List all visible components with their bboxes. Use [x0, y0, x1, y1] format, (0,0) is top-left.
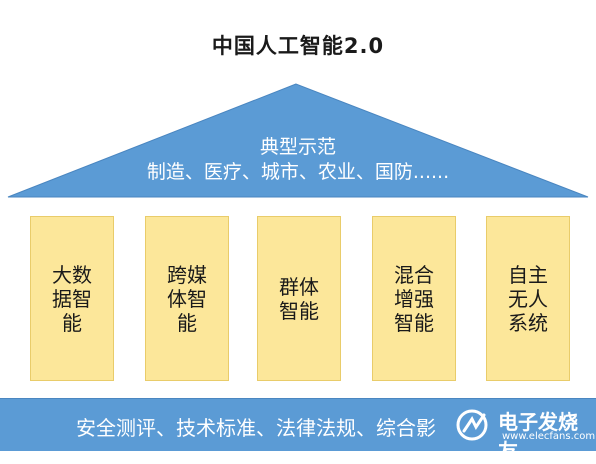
pillar-label-line: 据智: [52, 286, 92, 311]
pillar-label-line: 能: [62, 310, 82, 335]
pillar-label-line: 自主: [508, 262, 548, 287]
roof-examples: 制造、医疗、城市、农业、国防......: [146, 161, 450, 183]
watermark-name: 电子发烧友: [498, 410, 578, 463]
pillar-big-data-intelligence: 大数 据智 能: [30, 216, 114, 381]
watermark-url: www.elecfans.com: [502, 431, 596, 442]
roof-heading: 典型示范: [259, 136, 336, 158]
pillar-label-line: 能: [177, 310, 197, 335]
pillar-label-line: 增强: [394, 286, 434, 311]
foundation-bar: 安全测评、技术标准、法律法规、综合影: [0, 398, 596, 451]
foundation-text: 安全测评、技术标准、法律法规、综合影: [76, 416, 436, 440]
pillar-autonomous-systems: 自主 无人 系统: [486, 216, 570, 381]
pillar-hybrid-augmented-intelligence: 混合 增强 智能: [372, 216, 456, 381]
pillar-label-line: 混合: [394, 262, 434, 287]
pillar-label-line: 大数: [52, 262, 92, 287]
page-title: 中国人工智能2.0: [211, 34, 385, 58]
pillar-label-line: 群体: [279, 274, 319, 299]
pillar-cross-media-intelligence: 跨媒 体智 能: [145, 216, 229, 381]
roof-triangle: [7, 83, 589, 198]
pillar-swarm-intelligence: 群体 智能: [257, 216, 341, 381]
pillar-label-line: 跨媒: [167, 262, 207, 287]
pillar-label-line: 体智: [167, 286, 207, 311]
pillar-label-line: 智能: [394, 310, 434, 335]
pillar-label-line: 智能: [279, 298, 319, 323]
pillar-label-line: 无人: [508, 286, 548, 311]
elecfans-logo-icon: [456, 409, 488, 441]
pillar-label-line: 系统: [508, 310, 548, 335]
watermark-logo: 电子发烧友 www.elecfans.com: [454, 403, 595, 463]
